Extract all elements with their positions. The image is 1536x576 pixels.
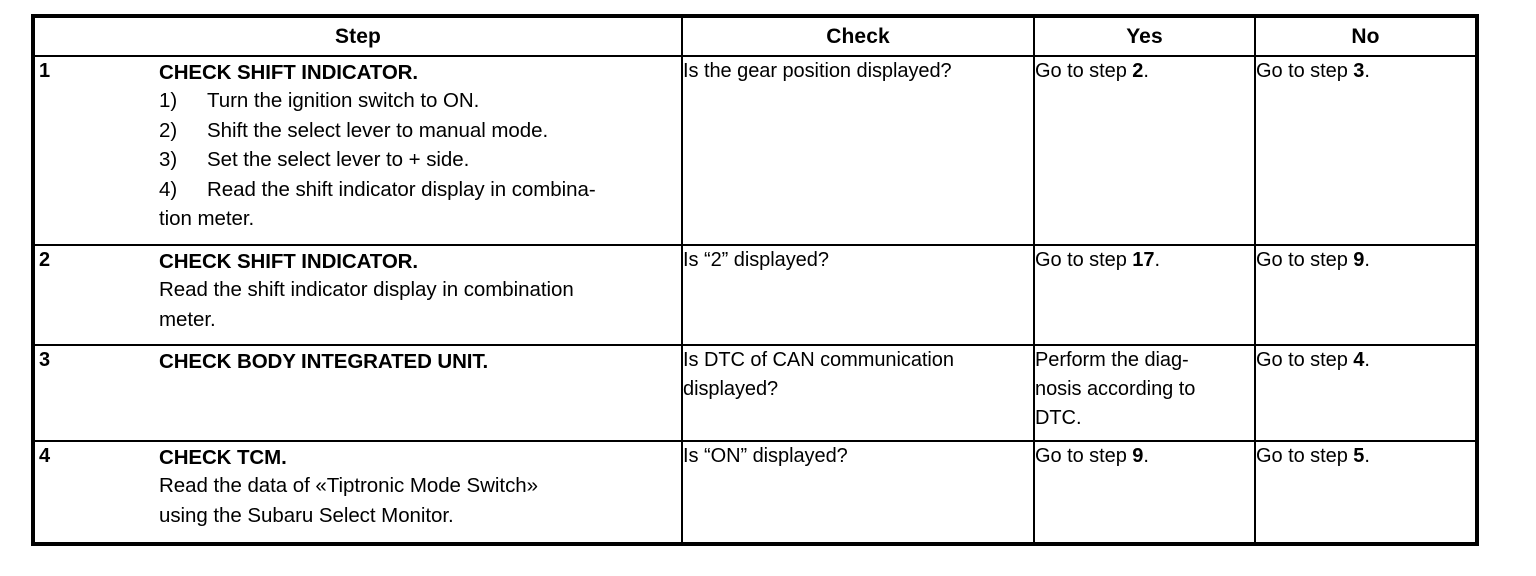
step-number: 1 bbox=[39, 60, 51, 82]
goto-step-number: 5 bbox=[1353, 445, 1365, 467]
step-instruction-item: 3) Set the select lever to + side. bbox=[159, 145, 673, 175]
cell-line: Go to step 2. bbox=[1035, 57, 1254, 86]
check-text-line: Is the gear position displayed? bbox=[683, 60, 952, 82]
step-title: CHECK BODY INTEGRATED UNIT. bbox=[159, 350, 489, 373]
check-text-line: displayed? bbox=[683, 378, 779, 400]
goto-prefix: Go to step bbox=[1035, 249, 1133, 271]
step-text-line: meter. bbox=[159, 307, 216, 331]
step-instruction-list: Read the data of «Tiptronic Mode Switch»… bbox=[159, 471, 673, 530]
step-text-line: tion meter. bbox=[159, 207, 255, 230]
header-row: Step Check Yes No bbox=[32, 15, 1478, 57]
goto-prefix: Go to step bbox=[1256, 60, 1354, 82]
cell-no: Go to step 4. bbox=[1254, 344, 1478, 442]
table-header: Step Check Yes No bbox=[32, 15, 1478, 57]
step-title: CHECK TCM. bbox=[159, 446, 287, 469]
cell-no: Go to step 9. bbox=[1254, 244, 1478, 346]
cell-step: 3 CHECK BODY INTEGRATED UNIT. bbox=[32, 344, 683, 442]
column-header-check: Check bbox=[681, 15, 1035, 57]
cell-yes: Go to step 2. bbox=[1033, 55, 1256, 246]
cell-yes: Perform the diag-nosis according to DTC. bbox=[1033, 344, 1256, 442]
step-text-line: Read the shift indicator display in comb… bbox=[159, 278, 574, 301]
goto-suffix: . bbox=[1154, 249, 1160, 271]
goto-suffix: . bbox=[1143, 445, 1149, 467]
goto-suffix: . bbox=[1364, 349, 1370, 371]
step-body: CHECK SHIFT INDICATOR. 1) Turn the ignitio… bbox=[159, 57, 681, 240]
goto-suffix: . bbox=[1364, 445, 1370, 467]
cell-line: nosis according to bbox=[1035, 378, 1196, 400]
list-marker: 1) bbox=[159, 89, 178, 112]
goto-step-number: 9 bbox=[1132, 445, 1144, 467]
cell-line: Go to step 9. bbox=[1256, 246, 1475, 275]
cell-line: Go to step 17. bbox=[1035, 246, 1254, 275]
list-marker: 4) bbox=[159, 177, 178, 201]
step-title: CHECK SHIFT INDICATOR. bbox=[159, 61, 418, 84]
check-text-line: Is “2” displayed? bbox=[683, 249, 829, 271]
cell-check: Is “2” displayed? bbox=[681, 244, 1035, 346]
list-text: Set the select lever to + side. bbox=[207, 148, 470, 171]
step-text-line: using the Subaru Select Monitor. bbox=[159, 503, 454, 527]
goto-step-number: 4 bbox=[1353, 349, 1365, 371]
step-number: 3 bbox=[39, 349, 51, 371]
column-header-no: No bbox=[1254, 15, 1478, 57]
cell-line: DTC. bbox=[1035, 407, 1082, 429]
cell-check: Is DTC of CAN communication displayed? bbox=[681, 344, 1035, 442]
list-marker: 3) bbox=[159, 148, 178, 171]
list-text: Shift the select lever to manual mode. bbox=[207, 118, 549, 142]
check-text-line: Is DTC of CAN communication bbox=[683, 349, 954, 371]
goto-suffix: . bbox=[1143, 60, 1149, 82]
goto-step-number: 3 bbox=[1353, 60, 1365, 82]
goto-step-number: 9 bbox=[1353, 249, 1365, 271]
list-text: Read the shift indicator display in comb… bbox=[207, 177, 596, 201]
cell-yes: Go to step 9. bbox=[1033, 440, 1256, 545]
cell-line: Go to step 4. bbox=[1256, 346, 1475, 375]
cell-step: 2 CHECK SHIFT INDICATOR. Read the shift in… bbox=[32, 244, 683, 346]
step-text-line: Read the data of «Tiptronic Mode Switch» bbox=[159, 474, 538, 497]
column-header-step: Step bbox=[32, 15, 683, 57]
cell-no: Go to step 5. bbox=[1254, 440, 1478, 545]
goto-prefix: Go to step bbox=[1256, 349, 1354, 371]
step-body: CHECK BODY INTEGRATED UNIT. bbox=[159, 346, 681, 381]
table-row: 2 CHECK SHIFT INDICATOR. Read the shift in… bbox=[32, 244, 1478, 346]
goto-step-number: 2 bbox=[1132, 60, 1144, 82]
step-instruction-list: Read the shift indicator display in comb… bbox=[159, 275, 673, 334]
goto-step-number: 17 bbox=[1132, 249, 1155, 271]
cell-no: Go to step 3. bbox=[1254, 55, 1478, 246]
step-body: CHECK SHIFT INDICATOR. Read the shift ind… bbox=[159, 246, 681, 340]
cell-check: Is the gear position displayed? bbox=[681, 55, 1035, 246]
step-title: CHECK SHIFT INDICATOR. bbox=[159, 250, 418, 273]
goto-prefix: Go to step bbox=[1035, 445, 1133, 467]
goto-prefix: Go to step bbox=[1256, 249, 1354, 271]
check-text-line: Is “ON” displayed? bbox=[683, 445, 848, 467]
step-instruction-item: 4) Read the shift indicator display in co… bbox=[159, 175, 673, 205]
step-number: 2 bbox=[39, 249, 51, 271]
step-instruction-list: 1) Turn the ignition switch to ON. 2) Shift… bbox=[159, 86, 673, 234]
cell-yes: Go to step 17. bbox=[1033, 244, 1256, 346]
step-body: CHECK TCM.Read the data of «Tiptronic Mo… bbox=[159, 442, 681, 536]
table-row: 1 CHECK SHIFT INDICATOR. 1) Turn the igniti… bbox=[32, 55, 1478, 246]
goto-prefix: Go to step bbox=[1035, 60, 1133, 82]
cell-check: Is “ON” displayed? bbox=[681, 440, 1035, 545]
cell-line: Go to step 3. bbox=[1256, 57, 1475, 86]
cell-line: Go to step 9. bbox=[1035, 442, 1254, 471]
cell-line: Go to step 5. bbox=[1256, 442, 1475, 471]
goto-prefix: Go to step bbox=[1256, 445, 1354, 467]
table-row: 3 CHECK BODY INTEGRATED UNIT. Is DTC of CA… bbox=[32, 344, 1478, 442]
step-instruction-item: 1) Turn the ignition switch to ON. bbox=[159, 86, 673, 116]
column-header-yes: Yes bbox=[1033, 15, 1256, 57]
goto-suffix: . bbox=[1364, 249, 1370, 271]
list-marker: 2) bbox=[159, 118, 178, 142]
step-instruction-item: 2) Shift the select lever to manual mode. bbox=[159, 116, 673, 146]
step-number: 4 bbox=[39, 445, 51, 467]
goto-suffix: . bbox=[1364, 60, 1370, 82]
cell-step: 1 CHECK SHIFT INDICATOR. 1) Turn the igniti… bbox=[32, 55, 683, 246]
cell-line: Perform the diag- bbox=[1035, 349, 1189, 371]
list-text: Turn the ignition switch to ON. bbox=[207, 89, 480, 112]
